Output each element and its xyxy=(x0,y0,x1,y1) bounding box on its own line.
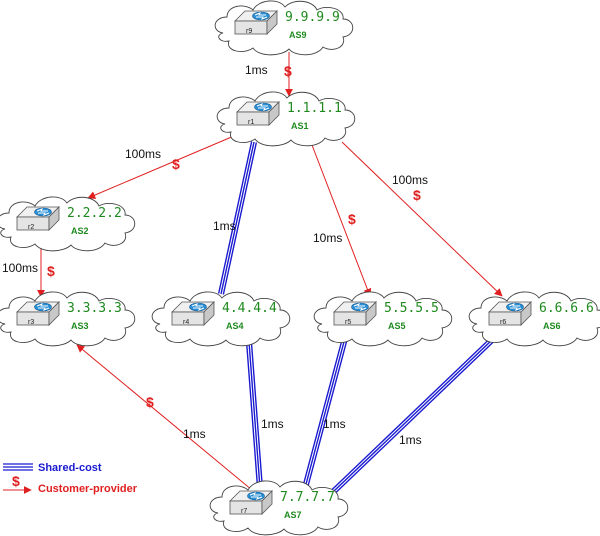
dollar-icon: $ xyxy=(172,156,180,172)
edge-latency-label: 1ms xyxy=(399,433,422,447)
legend: Shared-cost $ Customer-provider xyxy=(3,462,138,495)
router-ip: 5.5.5.5 xyxy=(384,301,439,316)
edge-latency-label: 1ms xyxy=(323,417,346,431)
edge-r2-r3: 100ms $ xyxy=(2,242,55,298)
legend-dollar-icon: $ xyxy=(12,473,20,489)
as-number: AS9 xyxy=(289,30,307,40)
as-number: AS7 xyxy=(284,510,302,520)
router-ip: 4.4.4.4 xyxy=(222,301,277,316)
router-name: r9 xyxy=(246,28,252,35)
edge-r7-r3: 1ms $ xyxy=(76,344,259,496)
dollar-icon: $ xyxy=(413,187,421,203)
edge-latency-label: 1ms xyxy=(245,63,268,77)
edge-r5-r7: 1ms xyxy=(302,337,348,489)
edge-latency-label: 1ms xyxy=(213,219,236,233)
edge-r9-r1: 1ms $ xyxy=(245,52,293,97)
router-name: r6 xyxy=(500,319,506,326)
router-icon xyxy=(16,301,60,326)
as-number: AS6 xyxy=(543,321,561,331)
router-icon xyxy=(236,101,280,126)
as-number: AS2 xyxy=(71,226,89,236)
router-icon xyxy=(229,490,273,515)
dollar-icon: $ xyxy=(47,263,55,279)
router-icon xyxy=(16,206,60,231)
edge-latency-label: 1ms xyxy=(261,417,284,431)
router-ip: 9.9.9.9 xyxy=(285,10,340,25)
edge-r1-r5: 10ms $ xyxy=(311,144,372,297)
router-name: r7 xyxy=(241,508,247,515)
edge-latency-label: 1ms xyxy=(183,427,206,441)
router-ip: 1.1.1.1 xyxy=(287,101,342,116)
edge-latency-label: 100ms xyxy=(392,173,428,187)
router-name: r3 xyxy=(28,319,34,326)
edge-latency-label: 10ms xyxy=(313,231,342,245)
as-number: AS1 xyxy=(291,121,309,131)
edge-r6-r7: 1ms xyxy=(330,335,497,495)
as-number: AS4 xyxy=(226,321,244,331)
dollar-icon: $ xyxy=(348,211,356,227)
edge-r4-r7: 1ms xyxy=(245,341,284,489)
router-name: r4 xyxy=(183,319,189,326)
router-name: r5 xyxy=(345,319,351,326)
router-icon xyxy=(234,10,278,35)
router-name: r1 xyxy=(248,119,254,126)
router-ip: 2.2.2.2 xyxy=(67,206,122,221)
edge-r1-r6: 100ms$ xyxy=(341,141,503,297)
edge-latency-label: 100ms xyxy=(2,261,38,275)
edge-latency-label: 100ms xyxy=(125,147,161,161)
router-name: r2 xyxy=(28,224,34,231)
legend-shared-cost-label: Shared-cost xyxy=(38,462,102,474)
router-ip: 3.3.3.3 xyxy=(67,301,122,316)
legend-customer-provider: $ Customer-provider xyxy=(3,473,138,495)
dollar-icon: $ xyxy=(146,394,154,410)
edge-r1-r2: 100ms $ xyxy=(87,129,249,199)
router-icon xyxy=(333,301,377,326)
legend-customer-provider-label: Customer-provider xyxy=(38,483,138,495)
edge-r1-r4: 1ms xyxy=(213,141,258,295)
dollar-icon: $ xyxy=(284,63,292,79)
router-icon xyxy=(171,301,215,326)
as-number: AS3 xyxy=(71,321,89,331)
as-number: AS5 xyxy=(388,321,406,331)
legend-shared-cost: Shared-cost xyxy=(3,462,102,474)
router-icon xyxy=(488,301,532,326)
router-ip: 7.7.7.7 xyxy=(280,490,335,505)
router-ip: 6.6.6.6 xyxy=(539,301,594,316)
